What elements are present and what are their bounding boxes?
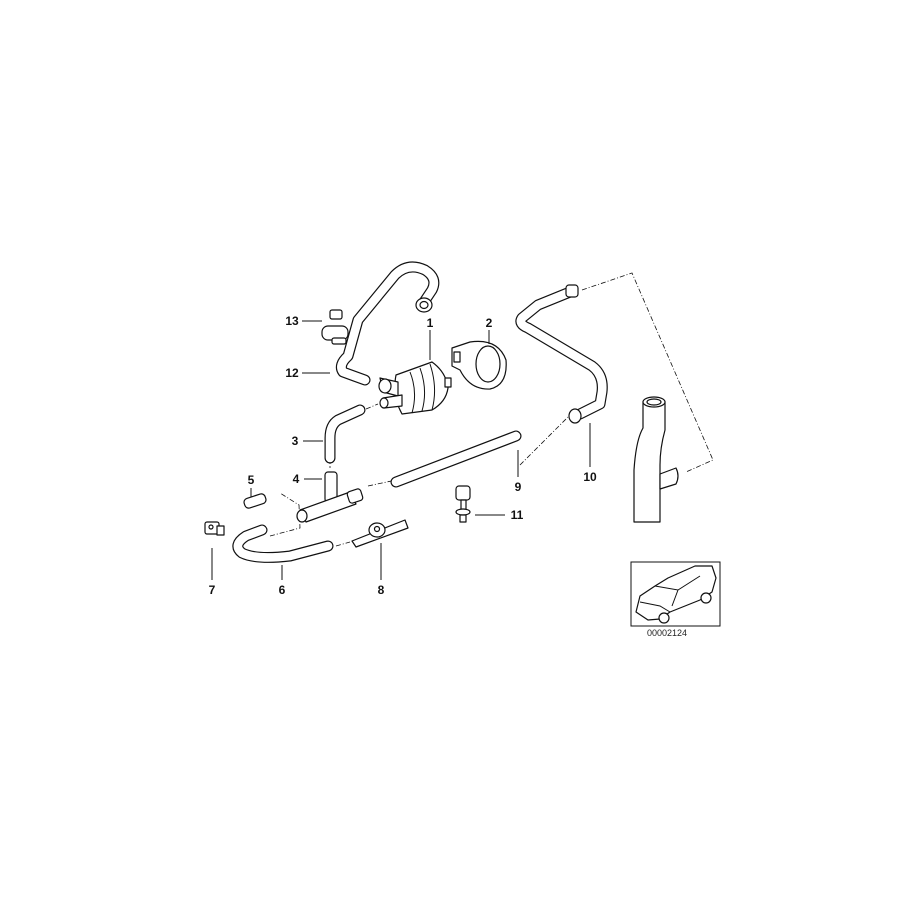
label-part-10[interactable]: 10 [583,470,597,484]
car-overview-thumbnail [630,561,721,627]
label-part-5[interactable]: 5 [248,473,255,487]
label-part-11[interactable]: 11 [511,508,524,522]
label-part-2[interactable]: 2 [486,316,493,330]
label-part-8[interactable]: 8 [378,583,385,597]
part-5-connector [243,493,267,509]
label-part-4[interactable]: 4 [293,472,300,486]
part-2-bracket [451,340,507,390]
diagram-id: 00002124 [647,628,687,638]
label-part-3[interactable]: 3 [292,434,299,448]
label-part-13[interactable]: 13 [285,314,299,328]
label-part-6[interactable]: 6 [279,583,286,597]
part-10-hose [515,284,608,424]
label-part-9[interactable]: 9 [515,480,522,494]
part-9-straight-hose [390,430,522,488]
part-7-clip [204,521,225,536]
part-13-clamp [321,309,349,345]
part-12-hose [335,261,440,386]
part-labels: 1 2 3 4 5 6 7 8 9 10 11 12 13 [209,314,597,597]
part-8-check-valve [351,519,409,548]
part-3-elbow-hose [324,404,366,464]
label-part-7[interactable]: 7 [209,583,216,597]
label-part-12[interactable]: 12 [285,366,299,380]
part-4-t-connector [296,471,364,523]
label-part-1[interactable]: 1 [427,316,434,330]
filler-neck [633,396,679,523]
part-1-washer-pump [378,361,452,415]
leader-lines [211,320,591,580]
part-6-u-hose [232,524,334,563]
part-11-retainer [455,485,471,523]
